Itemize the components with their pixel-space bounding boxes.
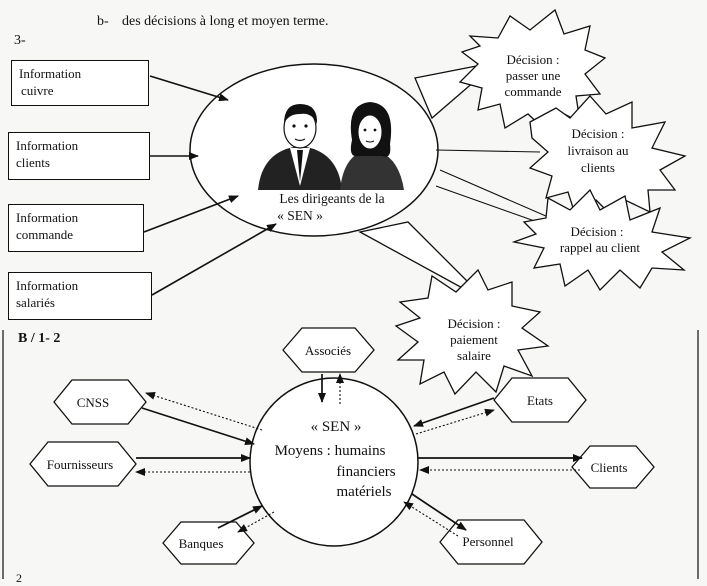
decision-paiement-line1: Décision : <box>447 316 500 331</box>
decision-text-commande: Décision : passer une commande <box>504 52 561 99</box>
info-salaries-line1: Information <box>16 278 79 293</box>
item-b-label: b- <box>97 14 109 29</box>
arrow-banques-to-sen <box>217 505 263 529</box>
info-salaries-line2: salariés <box>16 295 55 310</box>
hex-etats <box>493 377 587 423</box>
arrow-cnss-to-sen <box>141 407 255 446</box>
decision-rappel-line2: rappel au client <box>560 240 641 255</box>
section-b-label: B / 1- 2 <box>18 331 61 346</box>
info-cuivre-line2: cuivre <box>21 83 54 98</box>
label-clients: Clients <box>591 460 628 475</box>
sen-title: « SEN » <box>311 419 362 435</box>
arrow-sen-to-personnel <box>411 493 467 531</box>
info-cuivre-line1: Information <box>19 66 82 81</box>
man-figure-icon <box>258 104 342 190</box>
info-box-clients: Information clients <box>8 132 150 180</box>
decision-starburst-paiement <box>394 268 550 396</box>
section-3-label: 3- <box>14 33 26 48</box>
label-cnss: CNSS <box>77 395 110 410</box>
item-b-text: des décisions à long et moyen terme. <box>122 14 329 29</box>
woman-figure-icon <box>340 102 404 190</box>
hex-fournisseurs <box>29 441 137 487</box>
decision-paiement-line3: salaire <box>457 348 491 363</box>
info-commande-line2: commande <box>16 227 74 242</box>
decision-paiement-line2: paiement <box>450 332 498 347</box>
decision-starburst-livraison <box>528 95 687 217</box>
info-commande-line1: Information <box>16 210 79 225</box>
info-clients-line2: clients <box>16 155 50 170</box>
dirigeants-label-line1: Les dirigeants de la <box>279 191 384 206</box>
decision-commande-line2: passer une <box>506 68 561 83</box>
decision-starburst-rappel <box>511 188 693 292</box>
hex-clients <box>571 445 655 489</box>
label-associes: Associés <box>305 343 351 358</box>
footer-mark: 2 <box>16 571 22 585</box>
hex-banques <box>162 521 255 565</box>
arrow-sen-to-cnss <box>145 391 263 431</box>
decision-text-rappel: Décision : rappel au client <box>560 224 641 255</box>
info-box-cuivre: Information cuivre <box>11 60 149 106</box>
decision-livraison-line3: clients <box>581 160 615 175</box>
dirigeants-label-line2: « SEN » <box>277 208 323 223</box>
info-clients-line1: Information <box>16 138 79 153</box>
hex-personnel <box>439 519 543 565</box>
arrow-commande <box>143 195 239 233</box>
label-personnel: Personnel <box>462 534 514 549</box>
arrow-personnel-to-sen <box>403 501 459 537</box>
decision-livraison-line1: Décision : <box>571 126 624 141</box>
sen-financiers: financiers <box>336 464 395 480</box>
info-box-commande: Information commande <box>8 204 144 252</box>
dirigeants-illustration <box>258 102 404 190</box>
decision-livraison-line2: livraison au <box>567 143 629 158</box>
label-banques: Banques <box>179 536 224 551</box>
arrow-cuivre <box>149 75 229 102</box>
sen-circle <box>249 377 419 547</box>
hex-associes <box>282 327 375 373</box>
decision-text-livraison: Décision : livraison au clients <box>567 126 629 175</box>
hex-cnss <box>53 379 147 425</box>
label-etats: Etats <box>527 393 553 408</box>
info-box-salaries: Information salariés <box>8 272 152 320</box>
sen-materiels: matériels <box>337 484 392 500</box>
arrow-salaries <box>151 223 277 296</box>
arrow-etats-to-sen <box>413 397 495 427</box>
arrow-sen-to-etats <box>415 408 495 435</box>
sen-moyens: Moyens : humains <box>275 443 386 459</box>
decision-text-paiement: Décision : paiement salaire <box>447 316 500 363</box>
decision-commande-line1: Décision : <box>506 52 559 67</box>
decision-rappel-line1: Décision : <box>570 224 623 239</box>
arrow-sen-to-banques <box>237 511 275 533</box>
label-fournisseurs: Fournisseurs <box>47 457 113 472</box>
decision-commande-line3: commande <box>504 84 561 99</box>
